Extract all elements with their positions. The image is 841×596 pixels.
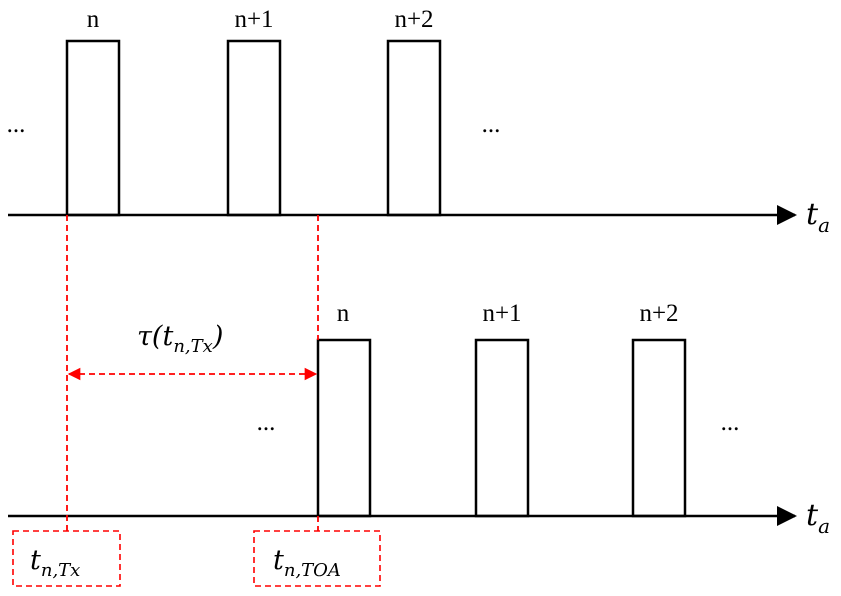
tx-marker-label: tn,Tx xyxy=(30,545,80,581)
toa-marker-label: tn,TOA xyxy=(273,545,341,581)
tx-marker-box xyxy=(12,530,121,587)
bottom-pulse-label-n2: n+2 xyxy=(639,300,678,327)
toa-marker-box xyxy=(253,530,381,587)
bottom-pulse-n2 xyxy=(631,338,687,518)
top-pulse-label-n: n xyxy=(87,6,100,33)
top-pulse-n xyxy=(65,39,121,217)
top-pulse-train: n n+1 n+2 ... ... ta xyxy=(7,6,830,237)
top-pulse-label-n1: n+1 xyxy=(234,6,273,33)
bottom-pulse-label-n1: n+1 xyxy=(482,300,521,327)
top-ellipsis-left: ... xyxy=(7,111,26,138)
bottom-pulse-label-n: n xyxy=(337,300,350,327)
top-pulse-label-n2: n+2 xyxy=(394,6,433,33)
bottom-axis-label: ta xyxy=(806,498,830,538)
top-axis-label: ta xyxy=(806,197,830,237)
bottom-pulse-n xyxy=(316,338,372,518)
bottom-ellipsis-right: ... xyxy=(721,409,740,436)
bottom-ellipsis-left: ... xyxy=(257,409,276,436)
bottom-pulse-n1 xyxy=(474,338,530,518)
top-ellipsis-right: ... xyxy=(482,111,501,138)
top-pulse-n1 xyxy=(226,39,282,217)
bottom-pulse-train: n n+1 n+2 ... ... ta xyxy=(8,300,830,538)
delay-annotation: τ(tn,Tx) tn,Tx tn,TOA xyxy=(12,215,381,587)
top-pulse-n2 xyxy=(386,39,442,217)
delay-label: τ(tn,Tx) xyxy=(137,321,223,357)
